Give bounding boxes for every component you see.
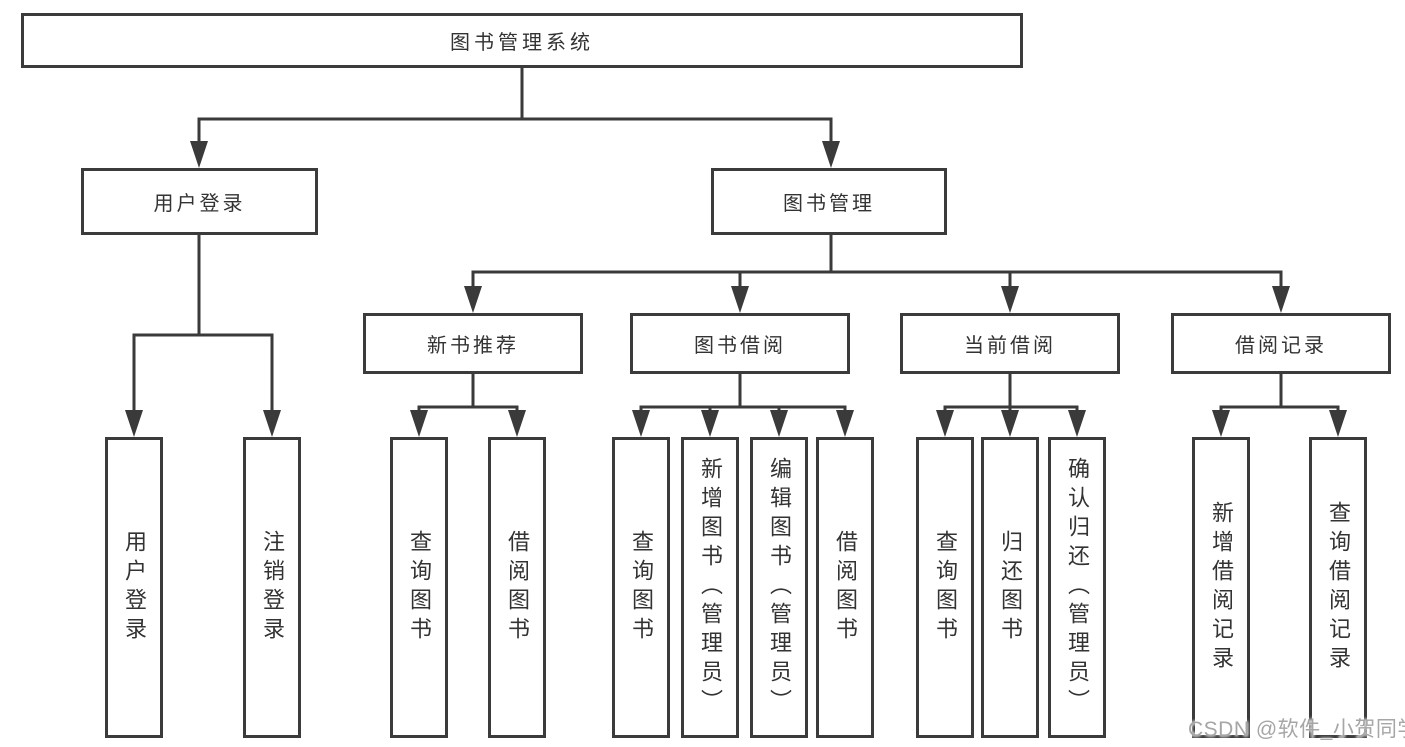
leaf-add-borrow-record-label: 新增借阅记录 — [1209, 500, 1234, 675]
leaf-query-books-borrowing: 查询图书 — [612, 437, 670, 738]
node-book-borrowing: 图书借阅 — [630, 313, 850, 374]
node-new-book-recommendation-label: 新书推荐 — [427, 335, 519, 357]
leaf-logout-label: 注销登录 — [260, 529, 285, 646]
node-user-login: 用户登录 — [81, 168, 318, 235]
leaf-query-borrow-record-label: 查询借阅记录 — [1326, 500, 1351, 675]
leaf-add-book-admin: 新增图书（管理员） — [681, 437, 739, 738]
leaf-confirm-return-admin: 确认归还（管理员） — [1048, 437, 1106, 738]
node-borrowing-records: 借阅记录 — [1171, 313, 1391, 374]
node-library-management-system-label: 图书管理系统 — [450, 32, 594, 54]
leaf-query-borrow-record: 查询借阅记录 — [1309, 437, 1367, 738]
leaf-borrow-books-recommend: 借阅图书 — [488, 437, 546, 738]
leaf-return-book: 归还图书 — [981, 437, 1039, 738]
leaf-confirm-return-admin-label: 确认归还（管理员） — [1065, 457, 1090, 718]
node-current-borrowing-label: 当前借阅 — [964, 335, 1056, 357]
node-current-borrowing: 当前借阅 — [900, 313, 1120, 374]
leaf-logout: 注销登录 — [243, 437, 301, 738]
leaf-query-books-current-label: 查询图书 — [933, 529, 958, 646]
node-book-management-label: 图书管理 — [783, 193, 875, 215]
node-library-management-system: 图书管理系统 — [21, 13, 1023, 68]
node-book-management: 图书管理 — [711, 168, 947, 235]
leaf-query-books-borrowing-label: 查询图书 — [629, 529, 654, 646]
node-new-book-recommendation: 新书推荐 — [363, 313, 583, 374]
node-user-login-label: 用户登录 — [153, 193, 246, 215]
node-book-borrowing-label: 图书借阅 — [694, 335, 786, 357]
leaf-edit-book-admin: 编辑图书（管理员） — [750, 437, 808, 738]
leaf-add-borrow-record: 新增借阅记录 — [1192, 437, 1250, 738]
leaf-query-books-recommend-label: 查询图书 — [407, 529, 432, 646]
leaf-borrow-books-recommend-label: 借阅图书 — [505, 529, 530, 646]
leaf-edit-book-admin-label: 编辑图书（管理员） — [767, 457, 792, 718]
arrowhead-icons — [125, 141, 1347, 437]
node-borrowing-records-label: 借阅记录 — [1235, 335, 1327, 357]
leaf-query-books-recommend: 查询图书 — [390, 437, 448, 738]
leaf-query-books-current: 查询图书 — [916, 437, 974, 738]
leaf-borrow-books-borrowing-label: 借阅图书 — [833, 529, 858, 646]
leaf-user-login-label: 用户登录 — [122, 529, 147, 646]
csdn-watermark: CSDN @软件_小贺同学 — [1188, 718, 1405, 741]
leaf-user-login: 用户登录 — [105, 437, 163, 738]
leaf-return-book-label: 归还图书 — [998, 529, 1023, 646]
leaf-borrow-books-borrowing: 借阅图书 — [816, 437, 874, 738]
leaf-add-book-admin-label: 新增图书（管理员） — [698, 457, 723, 718]
